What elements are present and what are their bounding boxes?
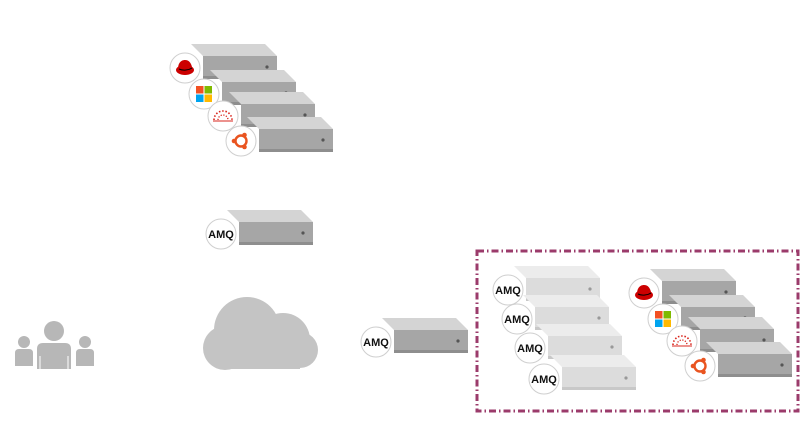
- amq-cluster-stack: AMQ AMQ AMQ AMQ: [492, 266, 636, 395]
- amq-label: AMQ: [531, 374, 557, 386]
- amq-server-gateway: AMQ: [360, 318, 468, 358]
- cluster-boundary: [475, 249, 800, 413]
- amq-node-2: AMQ: [501, 295, 609, 335]
- cluster-os-stack: [628, 269, 792, 382]
- os-server-stack: [169, 44, 333, 157]
- users-icon: [15, 321, 94, 369]
- amq-node-1: AMQ: [492, 266, 600, 306]
- cloud-icon: [203, 297, 318, 370]
- amq-label: AMQ: [504, 314, 530, 326]
- amq-node-4: AMQ: [528, 355, 636, 395]
- amq-label: AMQ: [363, 337, 389, 349]
- amq-label: AMQ: [208, 229, 234, 241]
- amq-label: AMQ: [495, 285, 521, 297]
- amq-node-3: AMQ: [514, 324, 622, 364]
- amq-label: AMQ: [517, 343, 543, 355]
- amq-server-middle: AMQ: [205, 210, 313, 250]
